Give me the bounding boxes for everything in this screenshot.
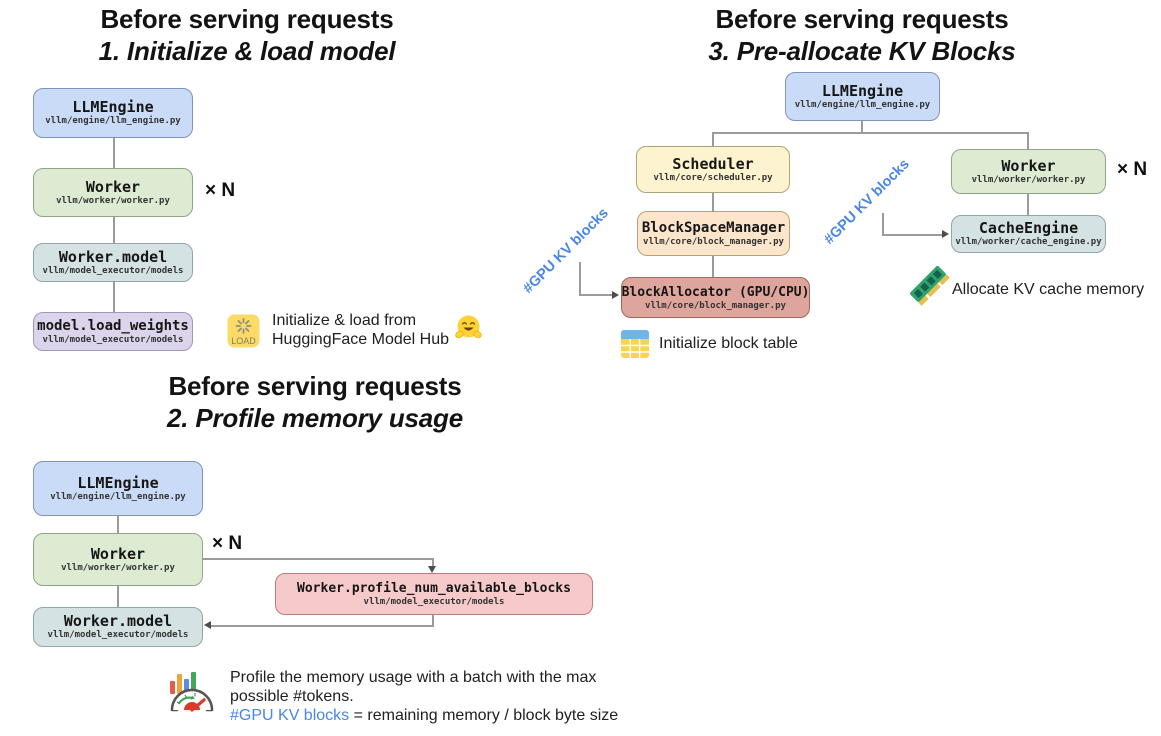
section1-title-line1: Before serving requests [100,4,394,34]
section3-title-line1: Before serving requests [715,4,1009,34]
node-path: vllm/core/block_manager.py [643,236,784,247]
node-s2-worker: Worker vllm/worker/worker.py [33,533,203,586]
node-label: LLMEngine [77,473,159,492]
node-path: vllm/model_executor/models [42,334,184,345]
gpu-kv-blocks-label-left: #GPU KV blocks [520,205,612,297]
connector-line [113,138,115,168]
connector-line [113,281,115,312]
node-label: Worker.model [63,612,173,630]
section3-title: Before serving requests 3. Pre-allocate … [652,3,1072,67]
note-line-rest: = remaining memory / block byte size [349,707,619,724]
section3-title-line2: 3. Pre-allocate KV Blocks [708,36,1016,66]
note-block-table: Initialize block table [659,335,798,352]
node-s3-block-allocator: BlockAllocator (GPU/CPU) vllm/core/block… [621,277,810,318]
connector-line [712,256,714,277]
node-path: vllm/worker/cache_engine.py [955,237,1102,247]
section2-title-line1: Before serving requests [168,371,462,401]
node-s3-worker: Worker vllm/worker/worker.py [951,149,1106,194]
node-s2-profile-num-available-blocks: Worker.profile_num_available_blocks vllm… [275,573,593,615]
multiplier-s3: × N [1117,159,1148,180]
node-path: vllm/engine/llm_engine.py [794,99,931,110]
connector-line [712,132,714,147]
node-path: vllm/worker/worker.py [61,562,175,573]
node-label: Worker.profile_num_available_blocks [297,581,571,596]
note-line: Profile the memory usage with a batch wi… [230,669,597,686]
load-icon-label: LOAD [231,336,256,346]
connector-line [117,586,119,607]
node-label: LLMEngine [72,98,154,116]
node-s1-worker: Worker vllm/worker/worker.py [33,168,193,217]
node-path: vllm/worker/worker.py [56,195,170,206]
connector-line [861,121,863,133]
connector-line [1027,194,1029,215]
ram-icon [910,266,950,306]
node-s2-llmengine: LLMEngine vllm/engine/llm_engine.py [33,461,203,516]
gauge-icon [170,672,214,712]
connector-line [117,516,119,533]
note-line: Initialize & load from [272,312,417,329]
node-s3-scheduler: Scheduler vllm/core/scheduler.py [636,146,790,193]
connector-line [712,132,1028,134]
load-icon: LOAD [227,314,260,348]
node-label: BlockSpaceManager [641,219,786,236]
node-path: vllm/model_executor/models [47,630,189,640]
node-s1-load-weights: model.load_weights vllm/model_executor/m… [33,312,193,351]
node-label: LLMEngine [821,81,904,100]
node-s3-block-space-manager: BlockSpaceManager vllm/core/block_manage… [637,211,790,256]
gpu-kv-blocks-term: #GPU KV blocks [230,707,350,724]
note-allocate-kv: Allocate KV cache memory [952,281,1145,298]
node-s2-worker-model: Worker.model vllm/model_executor/models [33,607,203,647]
connector-line [113,217,115,243]
node-s1-worker-model: Worker.model vllm/model_executor/models [33,243,193,282]
connector-line [203,558,434,560]
node-path: vllm/engine/llm_engine.py [50,491,186,502]
hugging-face-emoji-icon [455,315,482,339]
connector-line [882,213,884,235]
node-label: BlockAllocator (GPU/CPU) [621,284,810,300]
node-label: CacheEngine [978,219,1079,237]
node-path: vllm/worker/worker.py [971,174,1086,185]
connector-line [882,234,942,236]
multiplier-s2: × N [212,533,243,554]
arrowhead [204,621,211,629]
node-path: vllm/core/scheduler.py [653,172,773,183]
connector-line [579,294,612,296]
connector-line [579,262,581,296]
node-path: vllm/model_executor/models [42,265,184,276]
connector-line [211,625,434,627]
node-path: vllm/core/block_manager.py [645,300,786,311]
connector-line [432,615,434,626]
node-s1-llmengine: LLMEngine vllm/engine/llm_engine.py [33,88,193,138]
note-huggingface: Initialize & load from HuggingFace Model… [272,311,449,349]
arrowhead [612,291,619,299]
node-label: model.load_weights [37,317,189,334]
section1-title-line2: 1. Initialize & load model [98,36,396,66]
section2-title: Before serving requests 2. Profile memor… [105,370,525,434]
section2-title-line2: 2. Profile memory usage [167,403,463,433]
node-label: Scheduler [672,154,754,173]
arrowhead [428,566,436,573]
arrowhead [942,230,949,238]
connector-line [1027,132,1029,150]
note-profile-memory: Profile the memory usage with a batch wi… [230,668,618,725]
node-path: vllm/engine/llm_engine.py [45,116,181,126]
node-path: vllm/model_executor/models [363,597,505,607]
node-label: Worker [90,544,146,563]
node-s3-llmengine: LLMEngine vllm/engine/llm_engine.py [785,72,940,121]
block-table-icon [621,330,649,358]
multiplier-s1: × N [205,180,236,201]
note-line: HuggingFace Model Hub [272,331,449,348]
node-label: Worker.model [58,247,168,266]
section1-title: Before serving requests 1. Initialize & … [37,3,457,67]
node-label: Worker [1001,156,1056,175]
connector-line [432,558,434,567]
note-line: #GPU KV blocks = remaining memory / bloc… [230,706,618,725]
note-line: possible #tokens. [230,688,354,705]
node-s3-cache-engine: CacheEngine vllm/worker/cache_engine.py [951,215,1106,253]
node-label: Worker [85,177,141,196]
connector-line [712,193,714,212]
